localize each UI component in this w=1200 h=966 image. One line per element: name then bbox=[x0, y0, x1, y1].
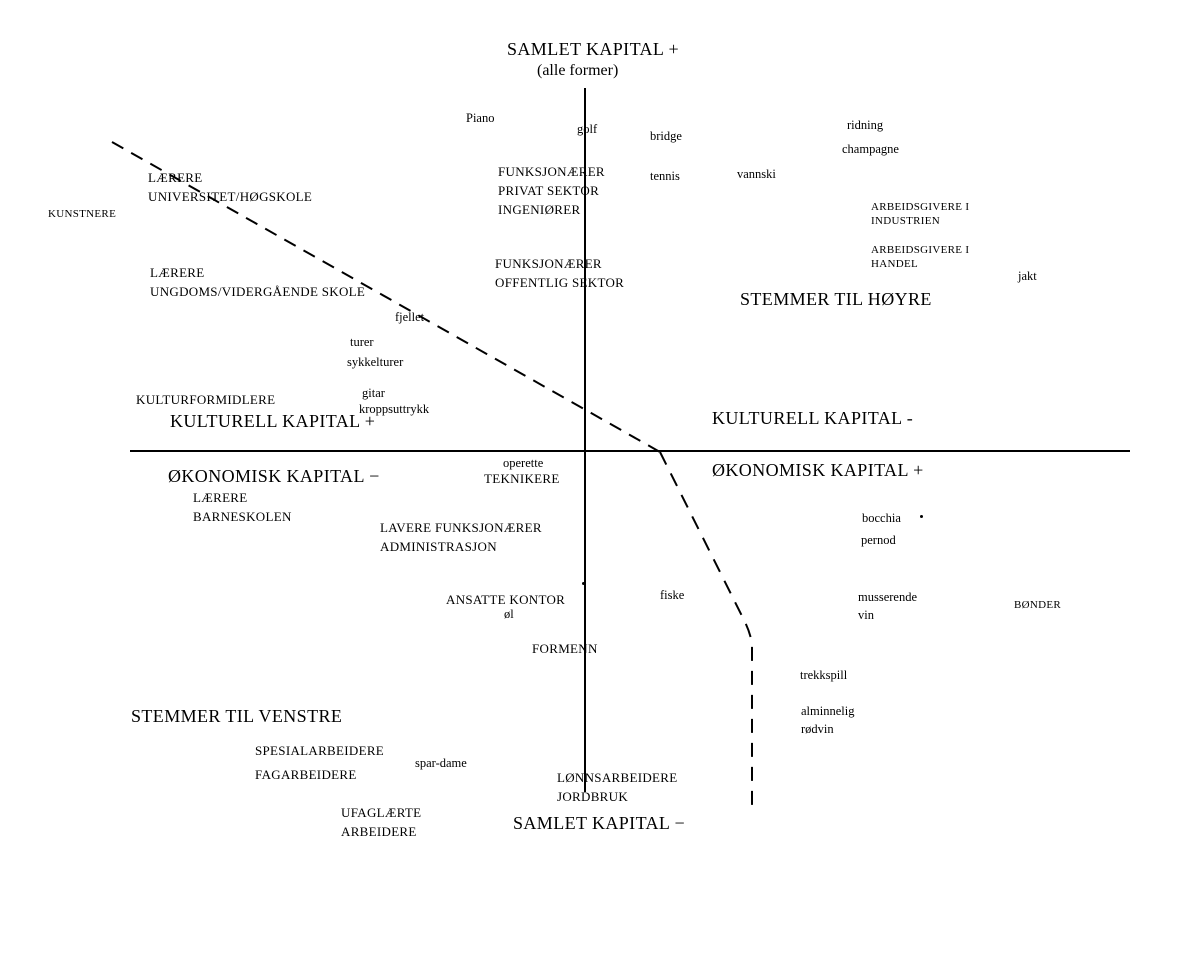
point-label-turer: turer bbox=[350, 335, 374, 349]
group-label-arbeidsgivere-industrien: ARBEIDSGIVERE I INDUSTRIEN bbox=[871, 201, 970, 227]
point-label-trekkspill: trekkspill bbox=[800, 668, 848, 682]
point-label-spar-dame: spar-dame bbox=[415, 756, 467, 770]
group-label-fagarbeidere: FAGARBEIDERE bbox=[255, 767, 357, 782]
axis-label-samlet-kapital-plus: SAMLET KAPITAL + bbox=[507, 39, 680, 59]
group-label-kunstnere: KUNSTNERE bbox=[48, 208, 117, 220]
point-label-musserende-vin: musserende vin bbox=[858, 590, 918, 622]
point-label-tennis: tennis bbox=[650, 169, 680, 183]
point-label-golf: golf bbox=[577, 122, 598, 136]
group-label-lonnsarbeidere-jordbruk: LØNNSARBEIDERE JORDBRUK bbox=[557, 770, 678, 804]
point-label-fiske: fiske bbox=[660, 588, 685, 602]
point-label-pernod: pernod bbox=[861, 533, 896, 547]
axis-label-stemmer-til-venstre: STEMMER TIL VENSTRE bbox=[131, 706, 343, 726]
point-label-fjellet: fjellet bbox=[395, 310, 425, 324]
group-label-bonder: BØNDER bbox=[1014, 599, 1062, 611]
point-label-operette: operette bbox=[503, 456, 544, 470]
group-label-teknikere: TEKNIKERE bbox=[484, 471, 560, 486]
point-label-vannski: vannski bbox=[737, 167, 776, 181]
group-label-kulturformidlere: KULTURFORMIDLERE bbox=[136, 392, 276, 407]
axis-label-stemmer-til-hoyre: STEMMER TIL HØYRE bbox=[740, 289, 932, 309]
point-label-bridge: bridge bbox=[650, 129, 682, 143]
point-label-jakt: jakt bbox=[1018, 269, 1037, 283]
point-label-kroppsuttrykk: kroppsuttrykk bbox=[359, 402, 430, 416]
group-label-laerere-ungdoms: LÆRERE UNGDOMS/VIDERGÅENDE SKOLE bbox=[150, 265, 366, 299]
axis-label-alle-former: (alle former) bbox=[537, 62, 619, 79]
point-label-ridning: ridning bbox=[847, 118, 884, 132]
group-label-formenn: FORMENN bbox=[532, 641, 598, 656]
axis-label-kulturell-kapital-minus: KULTURELL KAPITAL - bbox=[712, 408, 914, 428]
group-label-laerere-barneskolen: LÆRERE BARNESKOLEN bbox=[193, 490, 292, 524]
point-label-bocchia: bocchia bbox=[862, 511, 901, 525]
group-label-funksjonaerer-privat: FUNKSJONÆRER PRIVAT SEKTOR INGENIØRER bbox=[498, 164, 605, 217]
dashed-divider-lower-segment bbox=[659, 451, 753, 806]
point-label-sykkelturer: sykkelturer bbox=[347, 355, 404, 369]
group-label-laerere-universitet: LÆRERE UNIVERSITET/HØGSKOLE bbox=[148, 170, 313, 204]
group-label-arbeidsgivere-handel: ARBEIDSGIVERE I HANDEL bbox=[871, 244, 970, 270]
group-label-spesialarbeidere: SPESIALARBEIDERE bbox=[255, 743, 385, 758]
axis-label-samlet-kapital-minus: SAMLET KAPITAL − bbox=[513, 813, 686, 833]
group-label-ufaglaerte-arbeidere: UFAGLÆRTE ARBEIDERE bbox=[341, 805, 422, 839]
point-label-ol: øl bbox=[504, 607, 514, 621]
group-label-ansatte-kontor: ANSATTE KONTOR bbox=[446, 592, 566, 607]
axis-label-kulturell-kapital-plus: KULTURELL KAPITAL + bbox=[170, 411, 376, 431]
axis-label-okonomisk-kapital-plus: ØKONOMISK KAPITAL + bbox=[712, 460, 924, 480]
point-label-champagne: champagne bbox=[842, 142, 899, 156]
axis-label-okonomisk-kapital-minus: ØKONOMISK KAPITAL − bbox=[168, 466, 380, 486]
point-label-piano: Piano bbox=[466, 111, 495, 125]
point-label-alminnelig-rodvin: alminnelig rødvin bbox=[801, 704, 855, 736]
point-label-gitar: gitar bbox=[362, 386, 385, 400]
dot-after-bocchia bbox=[920, 515, 923, 518]
group-label-funksjonaerer-offentlig: FUNKSJONÆRER OFFENTLIG SEKTOR bbox=[495, 256, 625, 290]
dot-above-ansatte-kontor bbox=[582, 582, 585, 585]
group-label-lavere-funksjonaerer: LAVERE FUNKSJONÆRER ADMINISTRASJON bbox=[380, 520, 542, 554]
dashed-divider-upper-diagonal bbox=[111, 141, 661, 453]
